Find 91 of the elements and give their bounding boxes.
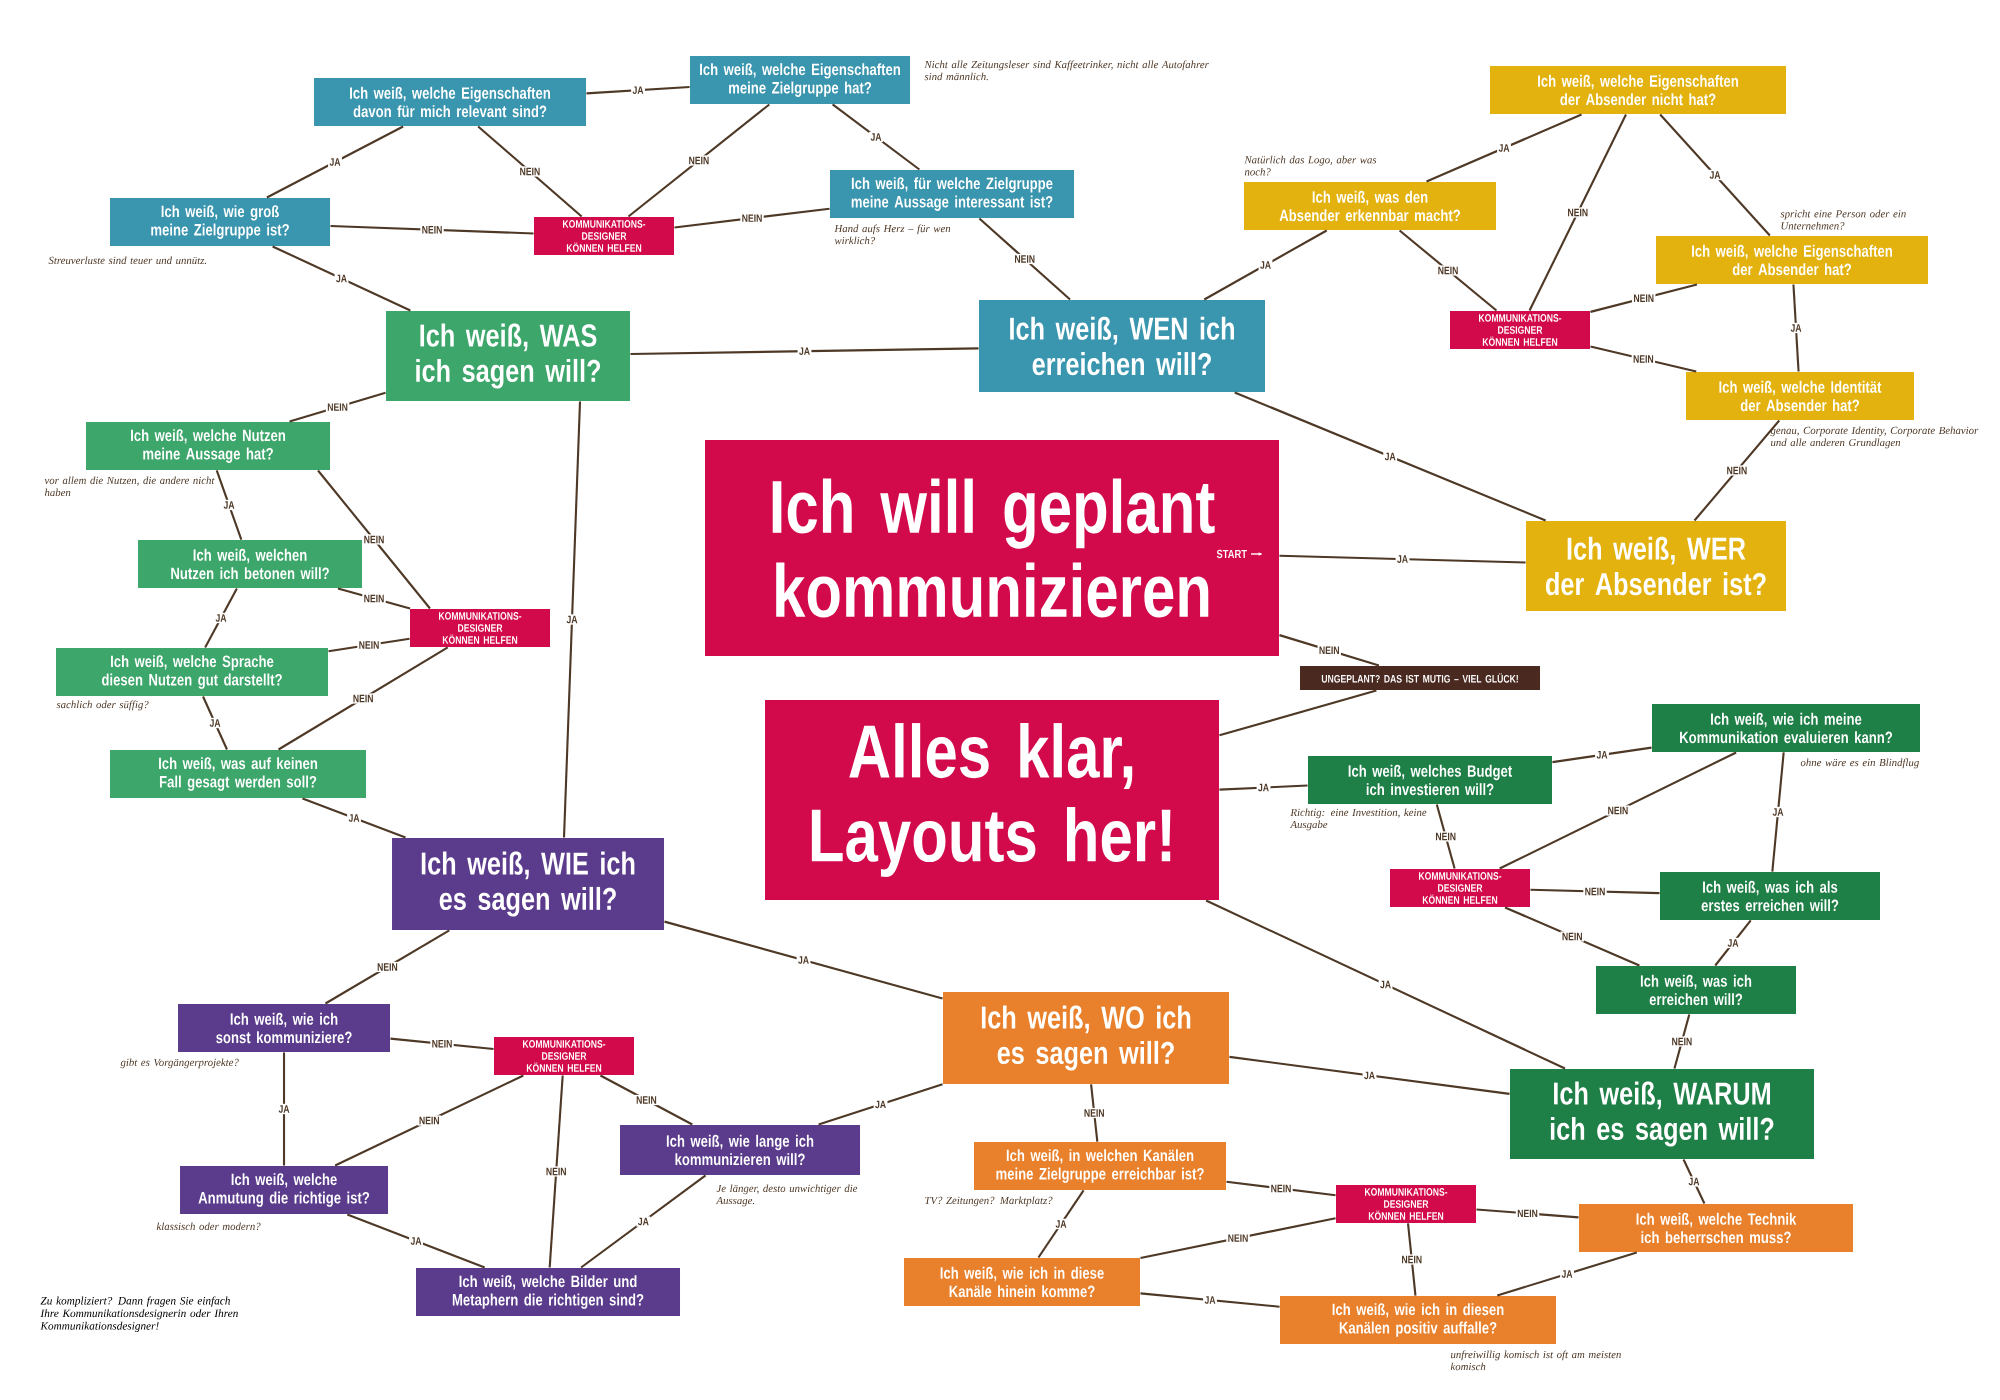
question-box: Ich weiß, WARUM ich es sagen will? xyxy=(1510,1069,1814,1159)
connector-line xyxy=(1279,634,1380,667)
connector-line xyxy=(1499,751,1737,870)
connector-line xyxy=(1234,391,1547,522)
connector-line xyxy=(202,696,228,750)
question-box: Ich weiß, was auf keinen Fall gesagt werden soll? xyxy=(110,750,366,798)
connector-line xyxy=(330,224,534,235)
question-box: Ich weiß, WIE ich es sagen will? xyxy=(392,838,664,930)
question-box: Ich weiß, welche Sprache diesen Nutzen gut darstellt? xyxy=(56,648,328,696)
connector-line xyxy=(586,85,690,95)
question-box: Ich weiß, WO ich es sagen will? xyxy=(943,992,1229,1084)
connector-line xyxy=(390,1037,494,1050)
connector-line xyxy=(324,929,450,1005)
connector-line xyxy=(204,587,238,649)
question-box: Ich weiß, welche Identität der Absender hat? xyxy=(1686,372,1914,420)
connector-line xyxy=(1090,1084,1099,1142)
connector-line xyxy=(1037,1189,1085,1259)
question-box: Ich weiß, welche Eigenschaften der Absender nicht hat? xyxy=(1490,66,1786,114)
question-box: Ich weiß, wie lange ich kommunizieren will? xyxy=(620,1125,860,1175)
connector-line xyxy=(337,587,411,610)
connector-line xyxy=(1219,689,1377,737)
connector-line xyxy=(346,1213,486,1269)
connector-line xyxy=(282,1052,286,1166)
connector-line xyxy=(1552,746,1652,764)
connector-line xyxy=(1426,113,1582,183)
connector-line xyxy=(674,207,830,229)
question-box: Ich weiß, wie ich in diesen Kanälen positiv auffalle? xyxy=(1280,1296,1556,1344)
question-box: Ich weiß, welche Anmutung die richtige ist? xyxy=(180,1166,388,1214)
connector-line xyxy=(278,646,449,751)
question-box: Ich weiß, wie groß meine Zielgruppe ist? xyxy=(110,198,330,246)
connector-line xyxy=(1496,1251,1638,1297)
connector-line xyxy=(215,470,243,540)
connector-line xyxy=(630,347,979,356)
connector-line xyxy=(1771,752,1785,872)
question-box: Ich weiß, welches Budget ich investieren will? xyxy=(1308,756,1552,804)
question-box: Ich weiß, wie ich meine Kommunikation evaluieren kann? xyxy=(1652,704,1920,752)
question-box: Ich weiß, welche Technik ich beherrschen muss? xyxy=(1579,1204,1853,1252)
connector-line xyxy=(1693,419,1781,522)
connector-line xyxy=(1398,229,1498,312)
connector-line xyxy=(978,217,1071,301)
connector-line xyxy=(266,125,404,199)
connector-line xyxy=(580,1174,707,1269)
question-box: Ich weiß, was den Absender erkennbar macht? xyxy=(1244,182,1496,230)
question-box: Ich weiß, welche Bilder und Metaphern die richtigen sind? xyxy=(416,1268,680,1316)
connector-line xyxy=(548,1075,564,1268)
question-box: Ich weiß, wie ich in diese Kanäle hinein komme? xyxy=(904,1258,1140,1306)
connector-line xyxy=(832,103,920,171)
connector-line xyxy=(1590,283,1698,313)
connector-line xyxy=(1140,1292,1280,1308)
question-box: Ich weiß, was ich als erstes erreichen will? xyxy=(1660,872,1880,920)
question-box: Ich weiß, welchen Nutzen ich betonen will? xyxy=(138,540,362,588)
connector-line xyxy=(317,469,431,610)
question-box: Ich weiß, für welche Zielgruppe meine Aussage interessant ist? xyxy=(830,170,1074,218)
connector-line xyxy=(302,797,406,839)
connector-line xyxy=(1229,1055,1510,1095)
connector-line xyxy=(1659,113,1771,237)
question-box: Ich weiß, WEN ich erreichen will? xyxy=(979,300,1265,392)
connector-line xyxy=(1140,1217,1336,1259)
question-box: Ich weiß, was ich erreichen will? xyxy=(1596,966,1796,1014)
connector-line xyxy=(477,125,583,218)
question-box: Ich weiß, WAS ich sagen will? xyxy=(386,311,630,401)
connector-line xyxy=(1406,1223,1417,1296)
connector-line xyxy=(1528,114,1627,311)
question-box: Ich weiß, welche Eigenschaften der Absender hat? xyxy=(1656,236,1928,284)
connector-line xyxy=(1792,284,1800,372)
connector-line xyxy=(818,1083,943,1126)
connector-line xyxy=(1279,554,1526,564)
connector-line xyxy=(272,245,411,312)
connector-line xyxy=(627,103,770,218)
question-box: Ich weiß, in welchen Kanälen meine Zielgruppe erreichbar ist? xyxy=(974,1142,1226,1190)
connector-line xyxy=(1205,899,1566,1070)
connector-line xyxy=(599,1074,693,1126)
main-statement-box: Alles klar, Layouts her! xyxy=(765,700,1219,900)
connector-line xyxy=(1203,229,1328,301)
question-box: Ich weiß, welche Eigenschaften davon für mich relevant sind? xyxy=(314,78,586,126)
question-box: Ich weiß, WER der Absender ist? xyxy=(1526,521,1786,611)
connector-line xyxy=(562,401,582,838)
connector-line xyxy=(1504,906,1640,967)
question-box: Ich weiß, welche Eigenschaften meine Zielgruppe hat? xyxy=(690,56,910,104)
connector-line xyxy=(1219,784,1308,791)
connector-line xyxy=(1682,1159,1706,1204)
connector-line xyxy=(664,920,943,1000)
connector-line xyxy=(1226,1180,1336,1197)
connector-line xyxy=(334,1074,524,1167)
connector-line xyxy=(1476,1208,1579,1219)
connector-line xyxy=(1673,1014,1691,1069)
connector-line xyxy=(1435,804,1456,869)
connector-line xyxy=(1590,345,1697,373)
question-box: Ich weiß, wie ich sonst kommuniziere? xyxy=(178,1004,390,1052)
connector-line xyxy=(1714,919,1752,967)
question-box: Ich weiß, welche Nutzen meine Aussage hat? xyxy=(86,422,330,470)
